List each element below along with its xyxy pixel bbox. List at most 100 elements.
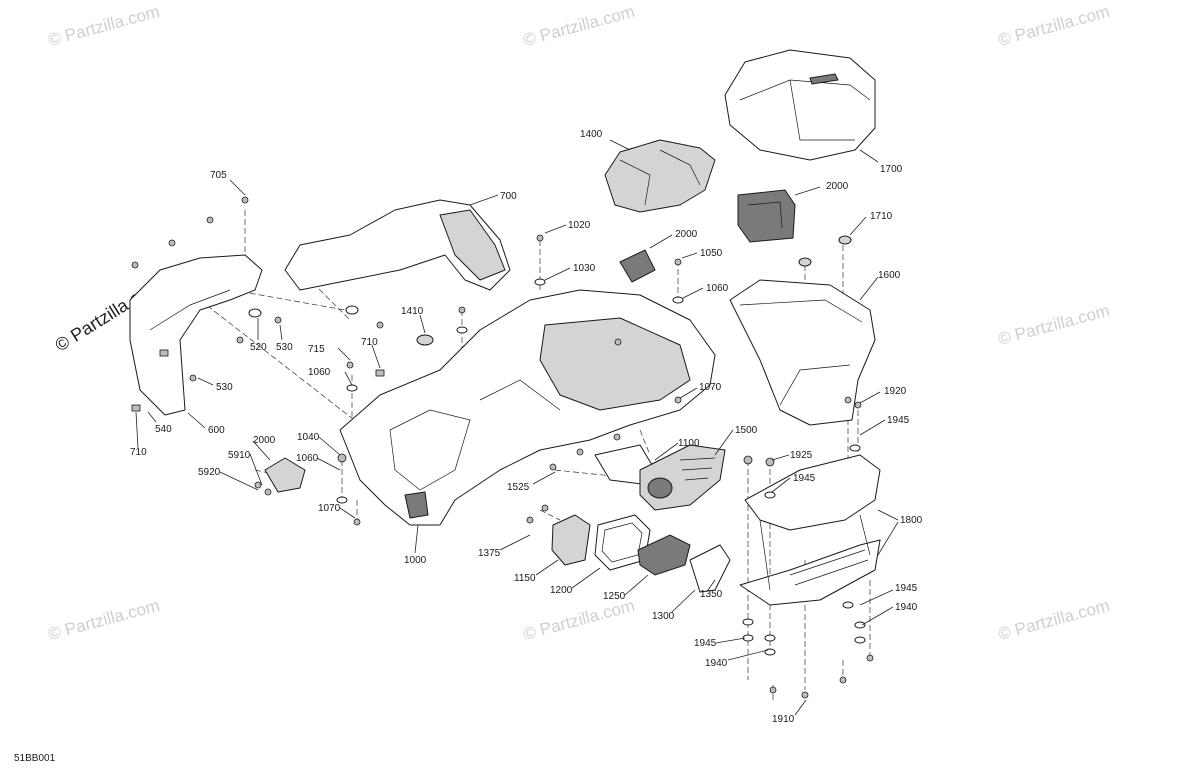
fastener [854, 401, 862, 409]
fastener [526, 516, 534, 524]
washer [336, 496, 348, 504]
fastener [765, 457, 775, 467]
part-1000-main-frame[interactable] [339, 289, 716, 526]
fastener [241, 196, 249, 204]
fastener [674, 396, 682, 404]
callout-2000[interactable]: 2000 [826, 181, 849, 192]
callout-1600[interactable]: 1600 [878, 270, 901, 281]
callout-520[interactable]: 520 [250, 342, 267, 353]
fastener [743, 455, 753, 465]
callout-1525[interactable]: 1525 [507, 482, 530, 493]
callout-1700[interactable]: 1700 [880, 164, 903, 175]
callout-705[interactable]: 705 [210, 170, 227, 181]
callout-1920[interactable]: 1920 [884, 386, 907, 397]
callout-700[interactable]: 700 [500, 191, 517, 202]
fastener [536, 234, 544, 242]
washer [854, 636, 866, 644]
callout-1710[interactable]: 1710 [870, 211, 893, 222]
part-2000-latch-top[interactable] [737, 189, 796, 243]
callout-1250[interactable]: 1250 [603, 591, 626, 602]
callout-5920[interactable]: 5920 [198, 467, 221, 478]
callout-1945[interactable]: 1945 [793, 473, 816, 484]
callout-1060[interactable]: 1060 [308, 367, 331, 378]
fastener [131, 261, 139, 269]
callout-5910[interactable]: 5910 [228, 450, 251, 461]
callout-2000[interactable]: 2000 [253, 435, 276, 446]
washer [764, 634, 776, 642]
washer [764, 491, 776, 499]
callout-1060[interactable]: 1060 [706, 283, 729, 294]
callout-600[interactable]: 600 [208, 425, 225, 436]
callout-1070[interactable]: 1070 [699, 382, 722, 393]
fastener [346, 361, 354, 369]
leader-lines [135, 139, 899, 716]
callout-1925[interactable]: 1925 [790, 450, 813, 461]
callout-1000[interactable]: 1000 [404, 555, 427, 566]
washer [534, 278, 546, 286]
clip [131, 404, 141, 412]
callout-1500[interactable]: 1500 [735, 425, 758, 436]
callout-1030[interactable]: 1030 [573, 263, 596, 274]
part-700-bracket[interactable] [284, 199, 511, 291]
washer [672, 296, 684, 304]
part-600-mount[interactable] [129, 254, 263, 416]
part-1600-bin[interactable] [729, 279, 876, 426]
callout-530[interactable]: 530 [276, 342, 293, 353]
watermark: © Partzilla.com [521, 2, 637, 50]
fastener [189, 374, 197, 382]
callout-715[interactable]: 715 [308, 344, 325, 355]
part-1800-rack[interactable] [739, 454, 881, 606]
callout-1945[interactable]: 1945 [887, 415, 910, 426]
part-1150-bracket[interactable] [551, 514, 591, 566]
fastener [613, 433, 621, 441]
washer [456, 326, 468, 334]
fastener [236, 336, 244, 344]
callout-1410[interactable]: 1410 [401, 306, 424, 317]
callout-1940[interactable]: 1940 [705, 658, 728, 669]
callout-1040[interactable]: 1040 [297, 432, 320, 443]
fastener [674, 258, 682, 266]
callout-1060[interactable]: 1060 [296, 453, 319, 464]
fastener [549, 463, 557, 471]
fastener [614, 338, 622, 346]
latch [619, 249, 656, 283]
callout-1945[interactable]: 1945 [694, 638, 717, 649]
fastener [206, 216, 214, 224]
callout-2000[interactable]: 2000 [675, 229, 698, 240]
callout-1910[interactable]: 1910 [772, 714, 795, 725]
callout-1070[interactable]: 1070 [318, 503, 341, 514]
callout-1375[interactable]: 1375 [478, 548, 501, 559]
callout-1945[interactable]: 1945 [895, 583, 918, 594]
washer [248, 308, 262, 318]
callout-1100[interactable]: 1100 [678, 438, 700, 449]
callout-1050[interactable]: 1050 [700, 248, 723, 259]
callout-labels: 1400 1700 705 700 2000 1020 2000 1710 10… [130, 129, 923, 725]
callout-1800[interactable]: 1800 [900, 515, 923, 526]
clip [159, 349, 169, 357]
fastener [769, 686, 777, 694]
part-1250-gasket[interactable] [637, 534, 691, 576]
fastener [254, 481, 262, 489]
fastener-group [131, 196, 874, 699]
callout-1200[interactable]: 1200 [550, 585, 573, 596]
part-1400-cover[interactable] [604, 139, 716, 213]
callout-710[interactable]: 710 [361, 337, 378, 348]
watermark: © Partzilla.com [46, 2, 162, 50]
grommet [838, 235, 852, 245]
callout-530[interactable]: 530 [216, 382, 233, 393]
washer [742, 618, 754, 626]
callout-710[interactable]: 710 [130, 447, 147, 458]
part-1700-rear-cover[interactable] [724, 49, 876, 161]
part-1300-seal[interactable] [689, 544, 731, 593]
callout-1150[interactable]: 1150 [514, 573, 536, 584]
watermark: © Partzilla.com [996, 2, 1112, 50]
callout-540[interactable]: 540 [155, 424, 172, 435]
callout-1400[interactable]: 1400 [580, 129, 603, 140]
callout-1350[interactable]: 1350 [700, 589, 723, 600]
callout-1020[interactable]: 1020 [568, 220, 591, 231]
part-1500-speaker-housing[interactable] [639, 444, 726, 511]
callout-1300[interactable]: 1300 [652, 611, 675, 622]
callout-1940[interactable]: 1940 [895, 602, 918, 613]
fastener [839, 676, 847, 684]
